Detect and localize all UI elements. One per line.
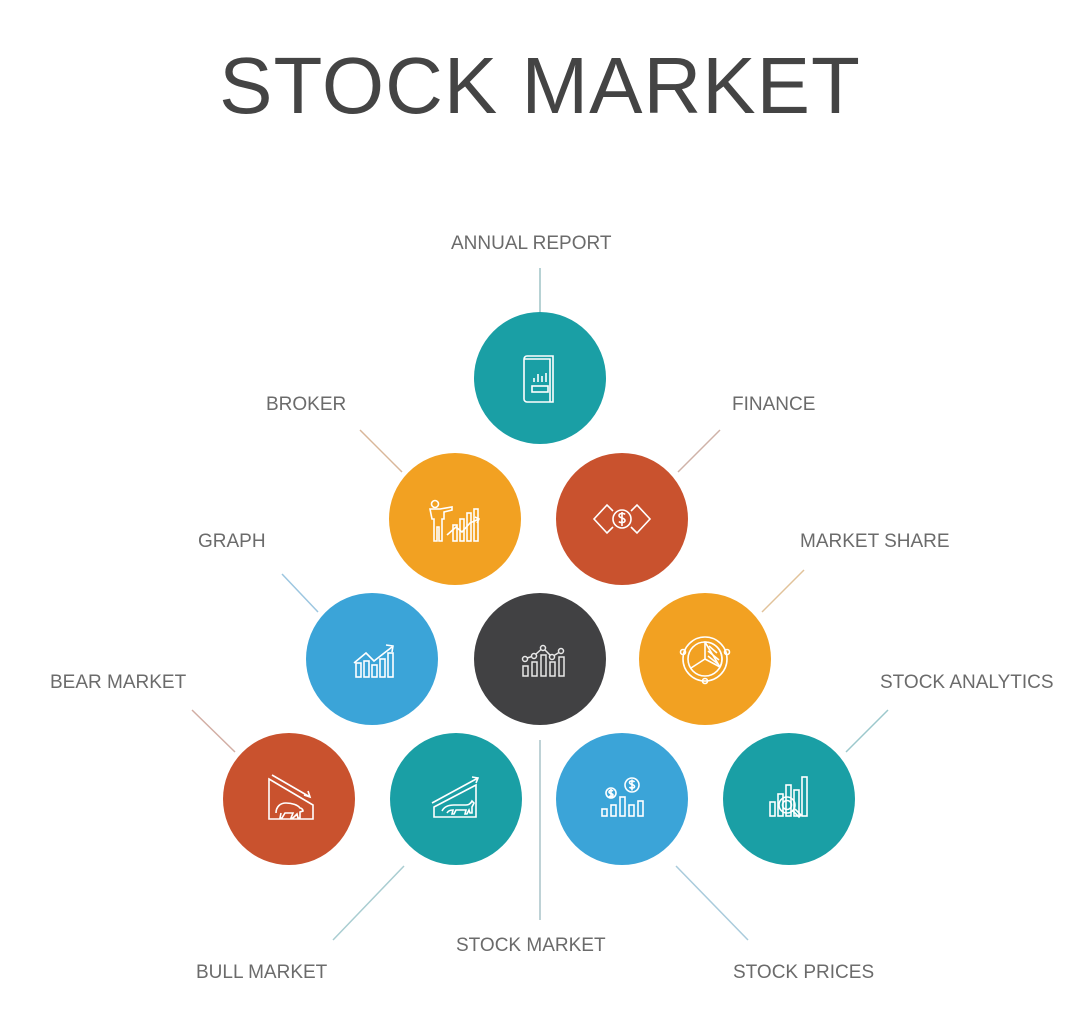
- label-finance: FINANCE: [732, 394, 816, 415]
- bar-line-chart-icon: [521, 644, 565, 677]
- bull-up-icon: [431, 776, 480, 818]
- label-stock-analytics: STOCK ANALYTICS: [880, 672, 1054, 693]
- bear-down-icon: [268, 774, 314, 820]
- node-stock-market: [474, 593, 606, 725]
- node-market-share: [639, 593, 771, 725]
- dollar-exchange-icon: [592, 503, 652, 535]
- node-finance: [556, 453, 688, 585]
- label-bear-market: BEAR MARKET: [50, 672, 187, 693]
- connector-graph: [281, 573, 319, 613]
- node-stock-prices: [556, 733, 688, 865]
- label-annual-report: ANNUAL REPORT: [451, 233, 612, 254]
- presenter-chart-icon: [429, 499, 481, 542]
- connector-broker: [359, 429, 403, 473]
- connector-stock-prices: [675, 865, 749, 941]
- node-bear-market: [223, 733, 355, 865]
- pie-chart-icon: [679, 636, 731, 685]
- label-bull-market: BULL MARKET: [196, 962, 328, 983]
- connector-bear-market: [191, 709, 236, 753]
- connector-finance: [677, 429, 721, 473]
- dollar-bars-icon: [601, 777, 644, 817]
- label-stock-market: STOCK MARKET: [456, 935, 606, 956]
- connector-bull-market: [332, 865, 405, 941]
- page-title: STOCK MARKET: [219, 41, 861, 130]
- node-broker: [389, 453, 521, 585]
- node-stock-analytics: [723, 733, 855, 865]
- label-stock-prices: STOCK PRICES: [733, 962, 875, 983]
- node-bull-market: [390, 733, 522, 865]
- label-graph: GRAPH: [198, 531, 266, 552]
- label-market-share: MARKET SHARE: [800, 531, 950, 552]
- label-broker: BROKER: [266, 394, 347, 415]
- node-graph: [306, 593, 438, 725]
- book-chart-icon: [523, 355, 554, 403]
- connector-market-share: [761, 569, 805, 613]
- magnify-bars-icon: [769, 776, 808, 819]
- growth-chart-icon: [353, 644, 394, 678]
- node-annual-report: [474, 312, 606, 444]
- connector-stock-analytics: [845, 709, 889, 753]
